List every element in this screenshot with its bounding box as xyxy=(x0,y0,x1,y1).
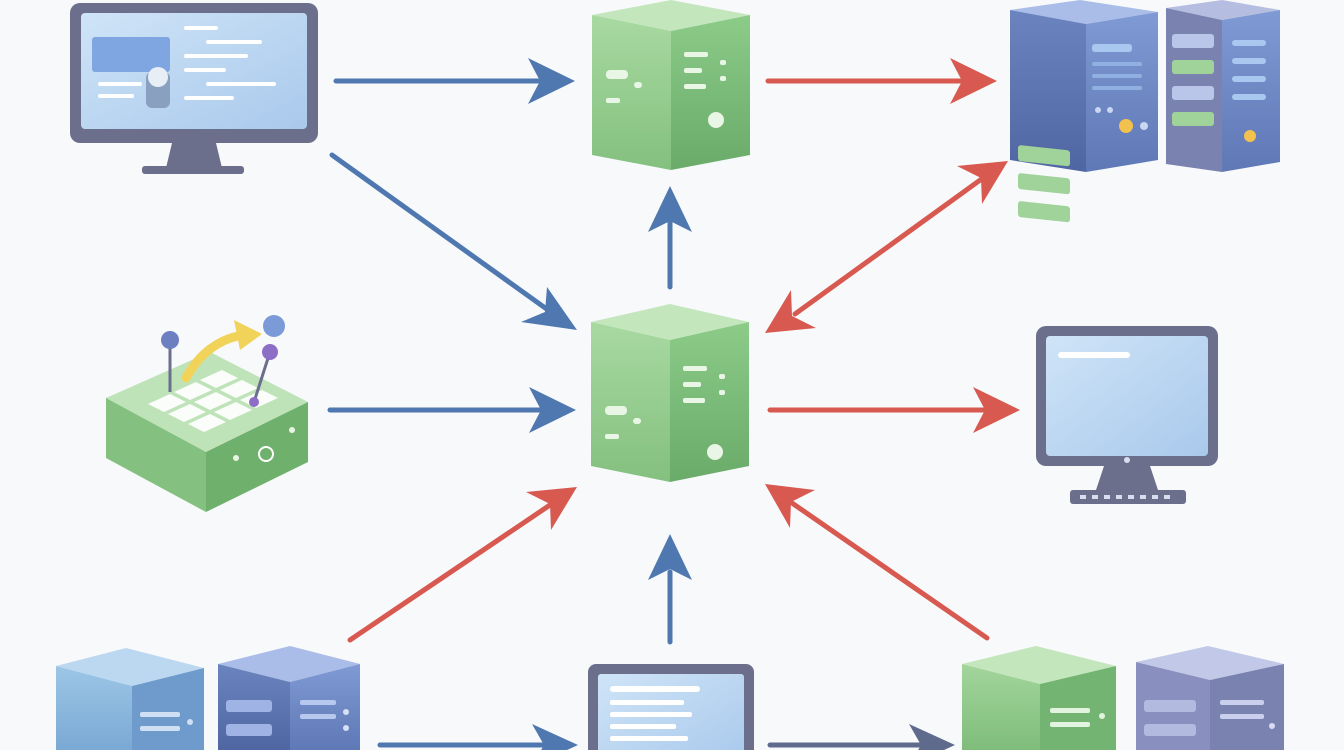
monitor-right-icon xyxy=(1036,326,1218,504)
arrow-cube-top-to-servers xyxy=(765,58,997,104)
servers-top-right-icon xyxy=(1010,0,1280,223)
arrow-cube-center-to-monitor xyxy=(767,387,1020,433)
arrow-cube-center-to-cube-top xyxy=(648,186,692,290)
arrow-servers-bl-to-cube-center xyxy=(347,487,577,643)
cube-center-icon xyxy=(591,304,749,482)
arrows xyxy=(327,58,1020,750)
arrow-monitor-to-cube-center xyxy=(329,152,577,330)
servers-bottom-right-icon xyxy=(962,646,1284,750)
arrow-monitor-to-cube-top xyxy=(333,58,575,104)
monitor-top-left-icon xyxy=(70,3,318,174)
monitor-bottom-center-icon xyxy=(588,664,754,750)
arrow-monitor-bottom-to-cube-center xyxy=(648,534,692,645)
arrow-board-to-cube-center xyxy=(327,387,576,433)
servers-bottom-left-icon xyxy=(56,646,360,750)
arrow-servers-bl-to-monitor-bottom xyxy=(377,724,578,750)
arrow-monitor-bottom-to-servers-br xyxy=(767,724,955,750)
arrow-servers-cube-center-bidirectional xyxy=(765,161,1008,333)
arrow-servers-br-to-cube-center xyxy=(765,484,990,641)
cube-top-icon xyxy=(592,0,750,170)
grid-board-icon xyxy=(106,315,308,512)
